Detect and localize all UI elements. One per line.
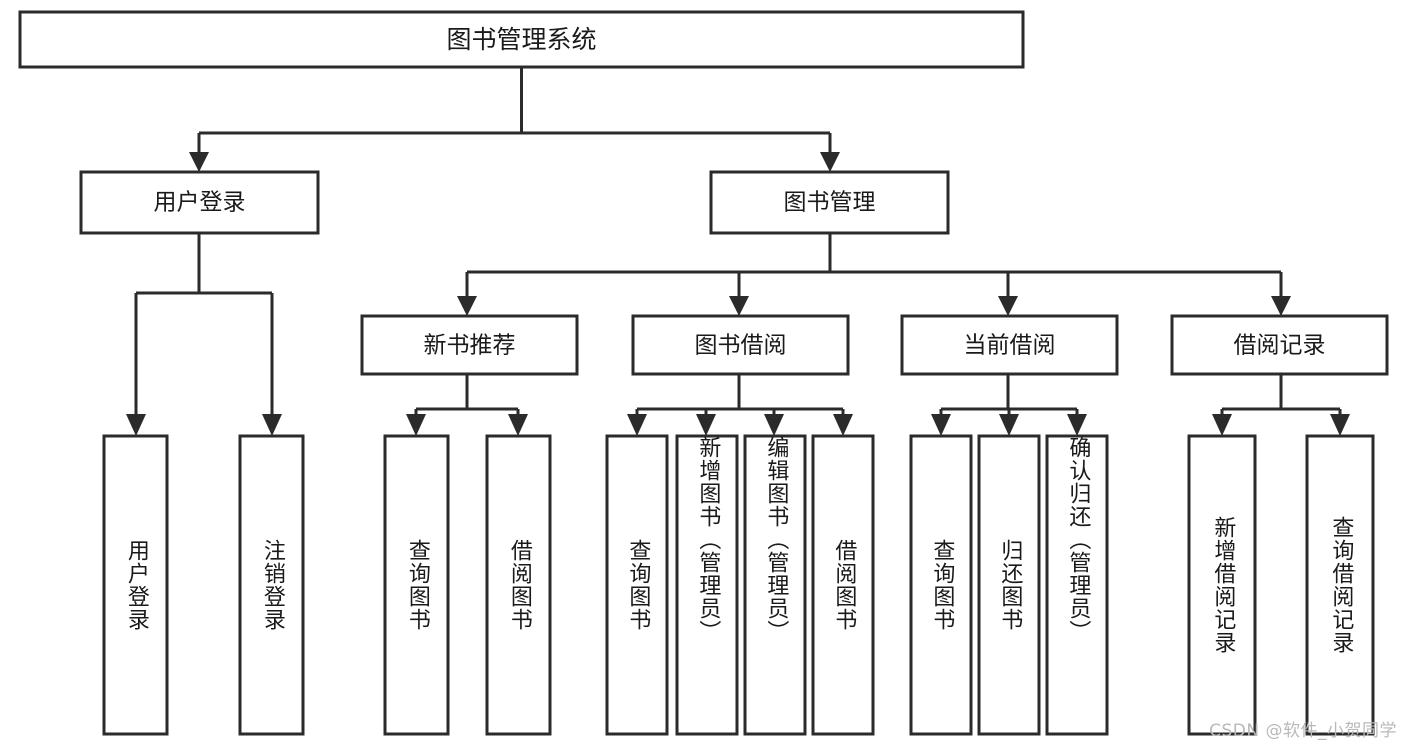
node-label-new-book-recommend: 新书推荐: [424, 333, 516, 359]
arrow-head-current-borrow: [998, 296, 1018, 316]
node-box-leaf-borrow-record-2[interactable]: [1305, 434, 1375, 736]
arrow-head-leaf-borrow-record-2: [1330, 414, 1350, 436]
arrow-head-borrow-record: [1271, 296, 1291, 316]
arrow-head-leaf-book-borrow-4: [833, 414, 853, 436]
arrow-head-leaf-current-borrow-3: [1067, 414, 1087, 436]
arrow-head-new-book-recommend: [457, 296, 477, 316]
arrow-head-leaf-book-borrow-1: [627, 414, 647, 436]
node-box-leaf-book-borrow-3[interactable]: [743, 434, 807, 736]
node-box-root[interactable]: [18, 10, 1025, 69]
arrow-head-book-borrow: [729, 296, 749, 316]
node-box-leaf-current-borrow-1[interactable]: [909, 434, 973, 736]
arrow-head-user-login: [189, 152, 209, 172]
node-box-leaf-borrow-record-1[interactable]: [1187, 434, 1257, 736]
node-box-book-borrow[interactable]: [631, 314, 850, 376]
node-label-book-manage: 图书管理: [784, 190, 876, 216]
arrow-head-leaf-user-login-1: [126, 414, 146, 436]
node-label-user-login: 用户登录: [154, 190, 246, 216]
node-box-borrow-record[interactable]: [1170, 314, 1389, 376]
arrow-head-leaf-current-borrow-1: [931, 414, 951, 436]
node-box-user-login[interactable]: [79, 170, 320, 235]
node-box-leaf-new-book-1[interactable]: [383, 434, 450, 736]
node-label-book-borrow: 图书借阅: [695, 333, 787, 359]
node-box-leaf-current-borrow-3[interactable]: [1045, 434, 1109, 736]
node-box-leaf-book-borrow-2[interactable]: [675, 434, 739, 736]
node-box-leaf-user-login-1[interactable]: [102, 434, 169, 736]
node-box-current-borrow[interactable]: [900, 314, 1119, 376]
node-box-leaf-current-borrow-2[interactable]: [977, 434, 1041, 736]
arrow-head-leaf-current-borrow-2: [999, 414, 1019, 436]
node-box-leaf-book-borrow-4[interactable]: [811, 434, 875, 736]
node-box-new-book-recommend[interactable]: [360, 314, 579, 376]
csdn-watermark: CSDN @软件_小贺同学: [1209, 721, 1397, 741]
node-label-borrow-record: 借阅记录: [1234, 333, 1326, 359]
node-label-current-borrow: 当前借阅: [964, 333, 1056, 359]
node-box-book-manage[interactable]: [709, 170, 950, 235]
arrow-head-leaf-user-login-2: [262, 414, 282, 436]
node-box-leaf-user-login-2[interactable]: [238, 434, 305, 736]
arrow-head-leaf-new-book-1: [406, 414, 426, 436]
node-box-leaf-new-book-2[interactable]: [485, 434, 552, 736]
arrow-head-book-manage: [820, 152, 840, 172]
arrow-head-leaf-new-book-2: [508, 414, 528, 436]
node-box-leaf-book-borrow-1[interactable]: [605, 434, 669, 736]
arrow-head-leaf-book-borrow-3: [764, 414, 784, 436]
arrow-head-leaf-book-borrow-2: [696, 414, 716, 436]
arrow-head-leaf-borrow-record-1: [1212, 414, 1232, 436]
node-label-root: 图书管理系统: [446, 25, 596, 54]
